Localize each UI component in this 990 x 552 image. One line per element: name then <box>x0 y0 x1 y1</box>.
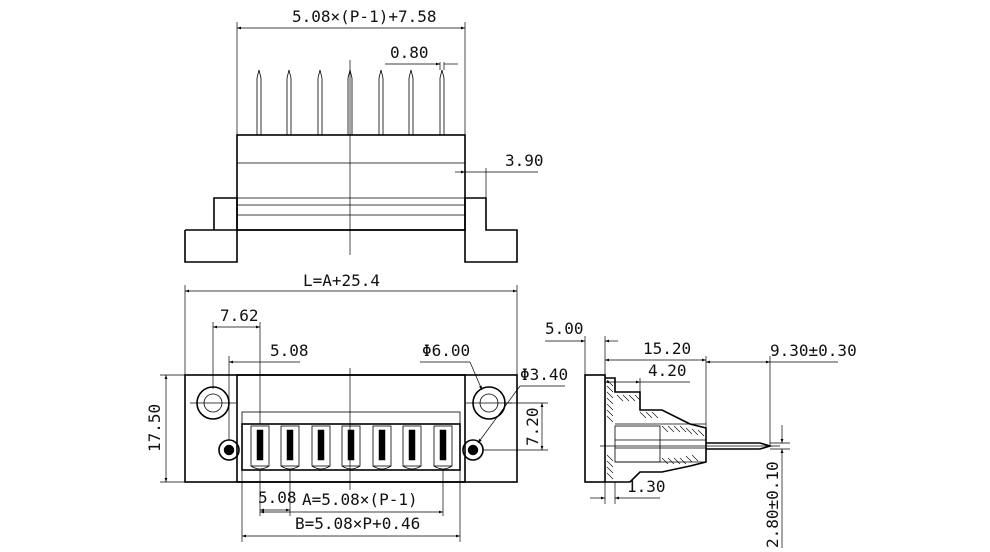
dim-a-label: A=5.08×(P-1) <box>302 490 418 509</box>
side-flange <box>584 374 606 483</box>
dim-b-label: B=5.08×P+0.46 <box>295 514 420 533</box>
pitch-bottom-label: 5.08 <box>258 488 297 507</box>
top-offset-label: 3.90 <box>505 151 544 170</box>
base-label: 1.30 <box>627 477 666 496</box>
front-body <box>236 374 466 483</box>
top-view-body <box>236 134 466 231</box>
top-view: 5.08×(P-1)+7.58 0.80 3.90 <box>184 7 544 263</box>
pin-height-label: 2.80±0.10 <box>763 461 782 548</box>
large-hole-label: Φ6.00 <box>422 341 470 360</box>
side-view: 5.00 15.20 9.30±0.30 4.20 1.30 2.80±0.10 <box>545 319 857 548</box>
small-hole-label: Φ3.40 <box>520 365 568 384</box>
front-view: L=A+25.4 7.62 5.08 Φ6.00 Φ3.40 17.50 7.2… <box>145 271 568 542</box>
edge-to-hole-label: 7.62 <box>220 306 259 325</box>
length-label: L=A+25.4 <box>303 271 380 290</box>
pitch-top-label: 5.08 <box>270 341 309 360</box>
depth-label: 15.20 <box>643 339 691 358</box>
top-overall-width-label: 5.08×(P-1)+7.58 <box>292 7 437 26</box>
flange-thickness-label: 5.00 <box>545 319 584 338</box>
terminal-slots <box>250 425 453 470</box>
step-label: 4.20 <box>648 361 687 380</box>
height-label: 17.50 <box>145 404 164 452</box>
hole-to-pin-label: 7.20 <box>523 407 542 446</box>
side-hatching <box>606 379 705 480</box>
top-pin-width-label: 0.80 <box>390 43 429 62</box>
pin-length-label: 9.30±0.30 <box>770 341 857 360</box>
top-view-pins <box>256 69 445 135</box>
side-housing <box>605 377 707 483</box>
